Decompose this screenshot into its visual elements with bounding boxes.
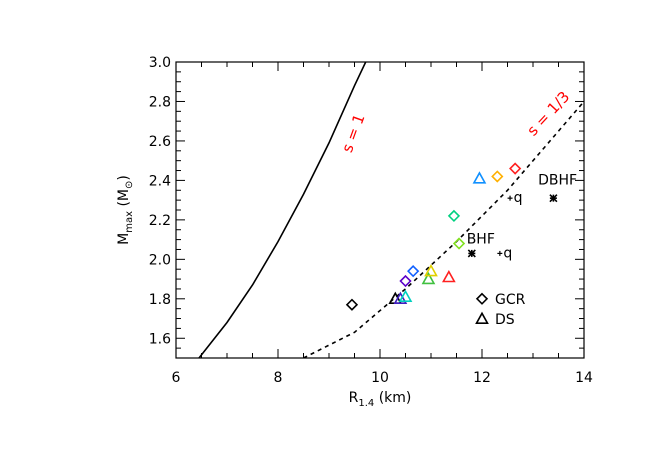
triangle-point	[441, 269, 456, 283]
y-axis-label-main: M	[116, 233, 132, 245]
y-axis-label-unit-close: )	[116, 175, 132, 180]
y-tick-label: 2.4	[149, 173, 171, 189]
legend-label: DS	[495, 312, 515, 328]
y-tick-label: 2.8	[149, 94, 171, 110]
y-tick-label: 2.6	[149, 134, 171, 150]
triangle-point	[421, 271, 436, 285]
x-tick-label: 12	[473, 370, 491, 386]
diamond-point	[452, 237, 466, 250]
y-tick-label: 2.2	[149, 213, 171, 229]
y-axis-label-unit-open: (M	[116, 189, 132, 211]
model-curves	[198, 62, 584, 358]
y-tick-label: 1.6	[149, 331, 171, 347]
diamond-point	[509, 162, 522, 175]
star-stroke	[467, 249, 476, 258]
y-tick-label: 1.8	[149, 292, 171, 308]
star-point	[467, 249, 476, 258]
axis-ticks: 6 8 10 12 14 1.6 1.8 2.0 2.2 2.4 2.6 2.8 3.0	[149, 55, 593, 386]
x-axis-label-unit: (km)	[374, 390, 411, 406]
x-tick-label: 8	[274, 370, 283, 386]
plus-point	[507, 195, 513, 201]
diamond-point	[447, 209, 461, 223]
point-annotation: BHF	[467, 232, 495, 248]
x-axis-label: R1.4 (km)	[349, 390, 412, 409]
diamond-point	[345, 298, 359, 311]
triangle-point	[472, 171, 487, 184]
diamond-point	[407, 265, 420, 278]
triangle-point	[393, 291, 408, 305]
y-axis-label-unit-sub: ⊙	[124, 181, 135, 189]
legend-label: GCR	[495, 292, 526, 308]
triangle-point	[398, 289, 413, 303]
x-axis-label-sub: 1.4	[358, 398, 374, 409]
legend-diamond-marker	[475, 292, 489, 305]
x-tick-label: 10	[371, 370, 389, 386]
diamond-point	[399, 274, 412, 288]
s-equals-1-label: s = 1	[338, 112, 368, 155]
x-tick-label: 14	[575, 370, 593, 386]
y-axis-label: Mmax (M⊙)	[116, 175, 135, 245]
y-tick-label: 2.0	[149, 252, 171, 268]
point-annotation: q	[503, 245, 512, 261]
x-tick-label: 6	[172, 370, 181, 386]
diamond-point	[491, 170, 504, 183]
s-equals-1-curve	[198, 62, 367, 358]
point-annotation: DBHF	[538, 172, 577, 188]
plus-point	[497, 250, 503, 256]
legend-triangle-marker	[475, 311, 489, 325]
triangle-point	[424, 264, 438, 277]
star-stroke	[549, 194, 558, 203]
plot-frame	[175, 61, 585, 359]
point-annotation: q	[514, 190, 523, 206]
x-axis-label-main: R	[349, 390, 359, 406]
s-equals-one-third-label: s = 1/3	[523, 88, 573, 140]
plot-border	[175, 61, 585, 359]
y-tick-label: 3.0	[149, 55, 171, 71]
star-point	[549, 194, 558, 203]
data-points	[345, 162, 558, 311]
y-axis-label-sub: max	[124, 211, 135, 233]
